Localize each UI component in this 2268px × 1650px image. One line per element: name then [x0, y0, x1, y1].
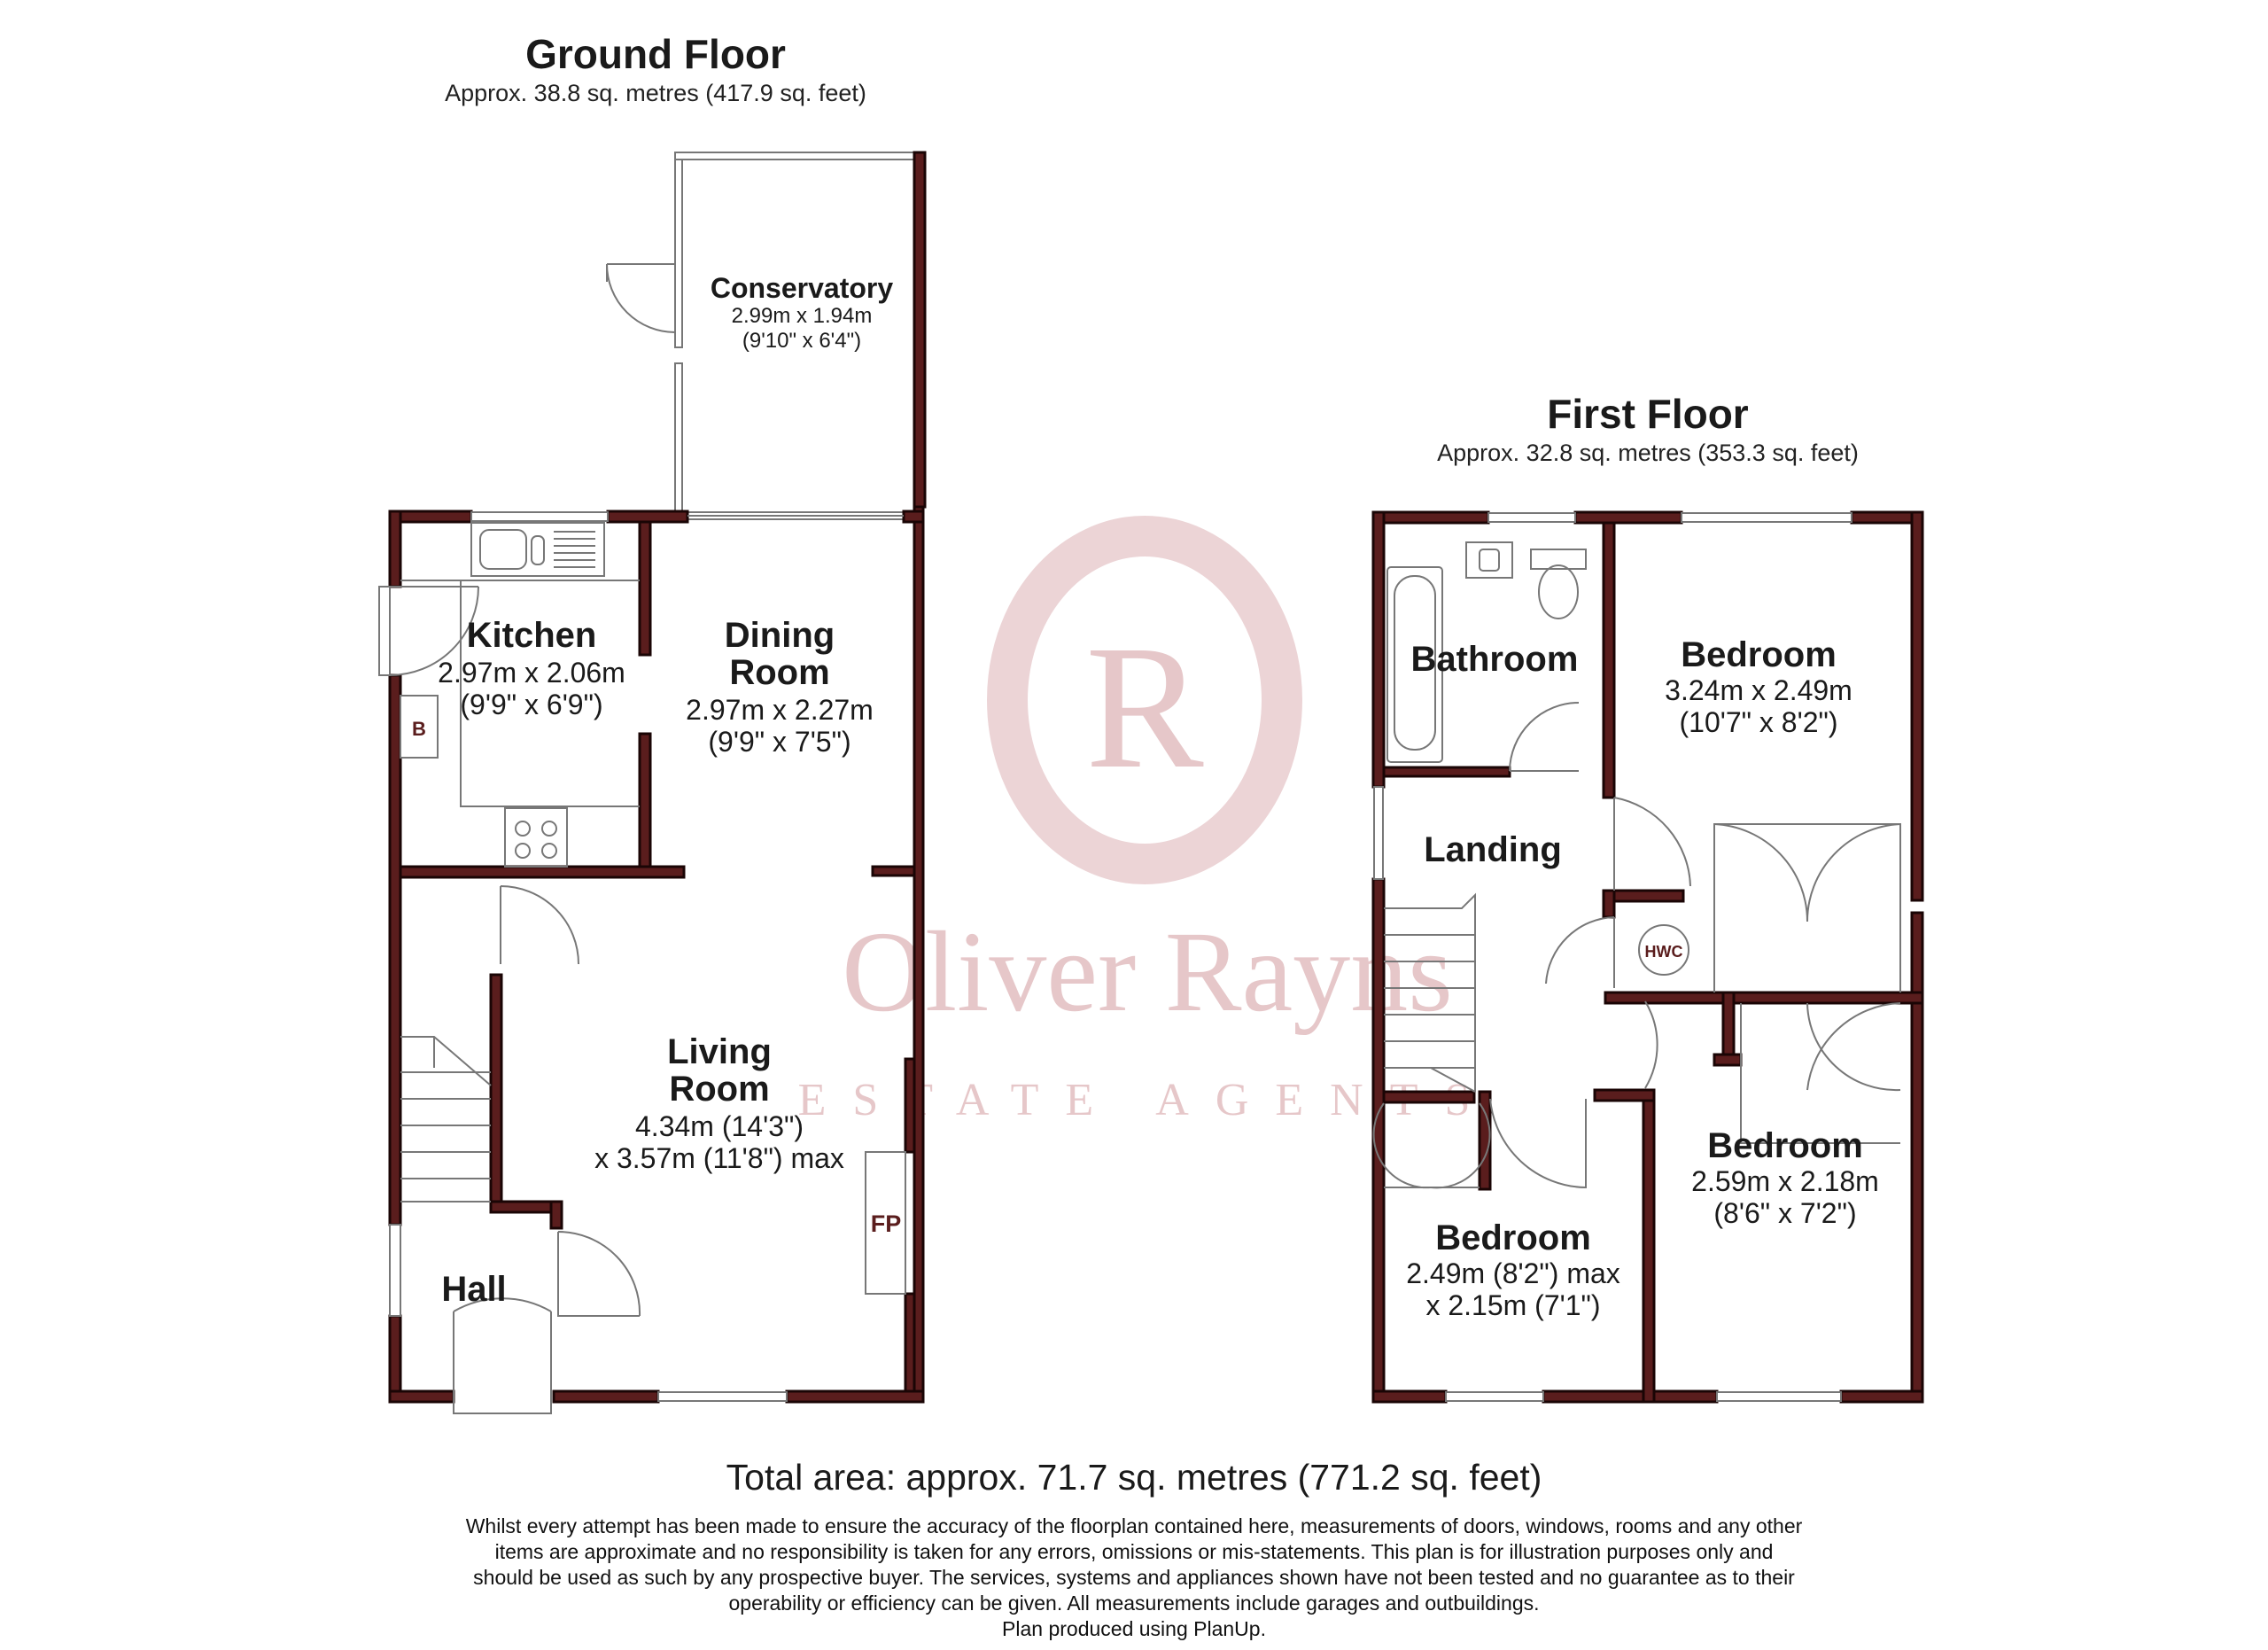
living-room-name-line2: Room [669, 1070, 769, 1109]
first-floor-walls [1371, 510, 1924, 1404]
living-room-dim-line1: 4.34m (14'3") [635, 1110, 804, 1142]
watermark: R Oliver Rayns ESTATE AGENTS [798, 516, 1470, 1125]
fireplace-label: FP [871, 1210, 902, 1237]
ground-floor-area: Approx. 38.8 sq. metres (417.9 sq. feet) [445, 80, 866, 106]
kitchen-name: Kitchen [467, 616, 597, 655]
hwc-label: HWC [1645, 943, 1683, 961]
first-floor-title: First Floor [1547, 391, 1749, 437]
fireplace [865, 1151, 906, 1295]
kitchen-sink-icon [470, 522, 605, 577]
first-floor-windows [1373, 512, 1852, 1402]
kitchen-door [378, 586, 479, 676]
bedroom-1-wardrobe [1713, 823, 1901, 992]
bedroom-2-wardrobe [1740, 1002, 1901, 1144]
hwc-door [1545, 916, 1615, 988]
bedroom-2-dim-imperial: (8'6" x 7'2") [1713, 1197, 1856, 1229]
bedroom-2-door [1644, 1000, 1658, 1089]
kitchen-worktops [400, 580, 640, 807]
conservatory-dim-imperial: (9'10" x 6'4") [742, 329, 861, 353]
bedroom-2-name: Bedroom [1707, 1126, 1863, 1165]
watermark-monogram: R [1085, 610, 1204, 806]
first-floor-staircase [1384, 892, 1476, 1093]
ground-floor-title: Ground Floor [525, 31, 786, 77]
hall-inner-door [557, 1231, 641, 1317]
watermark-name: Oliver Rayns [842, 908, 1453, 1036]
bedroom-1-dim-imperial: (10'7" x 8'2") [1679, 706, 1837, 738]
bathroom-name: Bathroom [1411, 640, 1579, 679]
boiler-label: B [412, 718, 426, 740]
kitchen-dim-imperial: (9'9" x 6'9") [460, 689, 602, 720]
dining-room-name-line2: Room [729, 653, 829, 692]
conservatory-door [606, 263, 676, 333]
disclaimer: Whilst every attempt has been made to en… [390, 1514, 1878, 1642]
conservatory-name: Conservatory [711, 272, 894, 304]
bathroom-door [1509, 702, 1580, 772]
hall-name: Hall [441, 1270, 506, 1309]
disclaimer-line: Plan produced using PlanUp. [1002, 1617, 1266, 1640]
front-door [453, 1297, 552, 1414]
bedroom-2-dim-metric: 2.59m x 2.18m [1691, 1165, 1879, 1197]
bathroom-fittings [1386, 541, 1587, 763]
bedroom-3-dim-line2: x 2.15m (7'1") [1425, 1289, 1600, 1321]
disclaimer-line: Whilst every attempt has been made to en… [465, 1514, 1803, 1537]
dining-room-name-line1: Dining [725, 616, 835, 655]
bedroom-1-door [1613, 797, 1691, 891]
dining-room-dim-metric: 2.97m x 2.27m [686, 694, 874, 726]
first-floor-area: Approx. 32.8 sq. metres (353.3 sq. feet) [1437, 440, 1859, 466]
disclaimer-line: should be used as such by any prospectiv… [473, 1566, 1795, 1589]
ground-floor-windows [389, 511, 904, 1402]
living-room-dim-line2: x 3.57m (11'8") max [594, 1142, 844, 1174]
first-floor-plan: HWC Bathroom Bedroom [1371, 510, 1924, 1404]
total-area: Total area: approx. 71.7 sq. metres (771… [726, 1457, 1542, 1498]
bedroom-3-door [1489, 1098, 1587, 1189]
hwc-cylinder [1638, 924, 1689, 976]
living-room-name-line1: Living [667, 1032, 772, 1071]
ground-floor-walls [388, 151, 927, 1404]
ground-floor-plan: B FP Conservatory 2 [378, 151, 927, 1414]
bedroom-3-wardrobe [1372, 1102, 1491, 1189]
bedroom-3-name: Bedroom [1435, 1218, 1591, 1257]
bedroom-1-name: Bedroom [1681, 635, 1837, 674]
dining-room-dim-imperial: (9'9" x 7'5") [708, 726, 850, 758]
ground-floor-staircase [400, 1036, 492, 1202]
conservatory-dim-metric: 2.99m x 1.94m [732, 304, 873, 328]
bedroom-3-dim-line1: 2.49m (8'2") max [1406, 1257, 1620, 1289]
landing-name: Landing [1424, 830, 1562, 869]
hob-icon [504, 807, 568, 868]
disclaimer-line: operability or efficiency can be given. … [728, 1592, 1540, 1615]
disclaimer-line: items are approximate and no responsibil… [494, 1540, 1774, 1563]
bedroom-1-dim-metric: 3.24m x 2.49m [1665, 674, 1852, 706]
living-room-door [500, 885, 579, 965]
kitchen-dim-metric: 2.97m x 2.06m [438, 657, 625, 689]
